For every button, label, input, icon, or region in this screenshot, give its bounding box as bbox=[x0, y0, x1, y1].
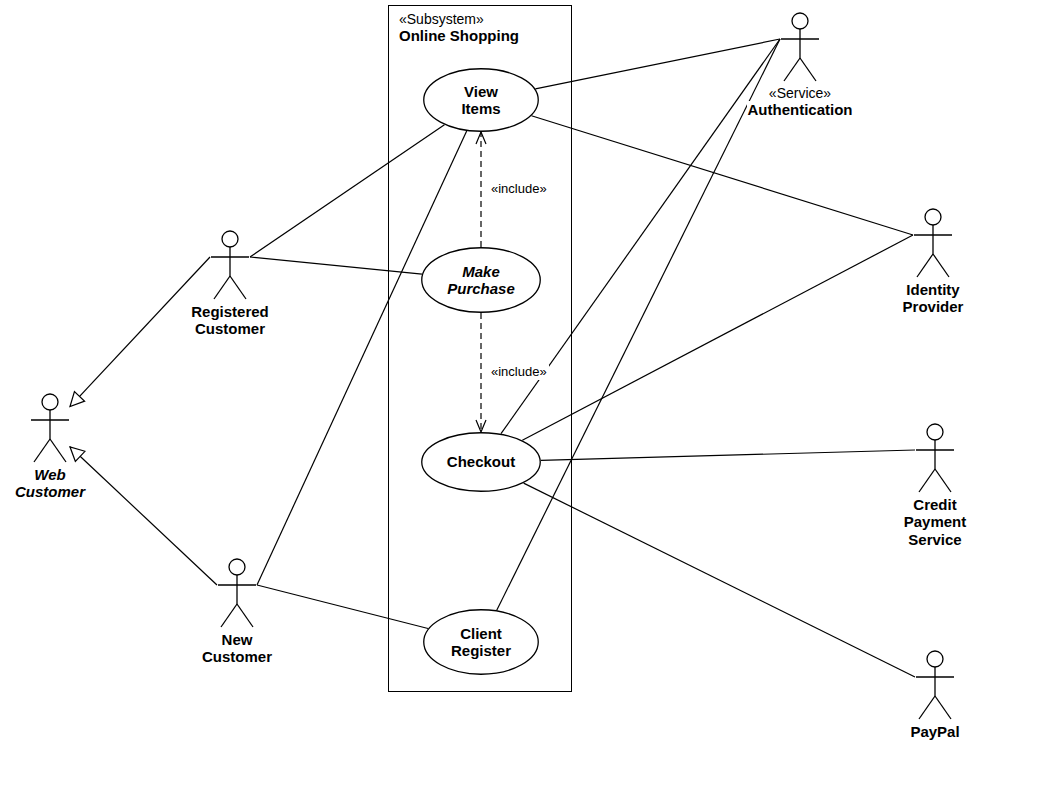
actor-figure bbox=[217, 558, 257, 628]
edge-label-holder: «include» bbox=[489, 182, 549, 197]
actor: PayPal bbox=[909, 650, 960, 740]
actor-leg bbox=[34, 439, 50, 462]
actor-figure bbox=[780, 12, 820, 82]
actor-name: New Customer bbox=[201, 631, 273, 666]
actor-arms bbox=[914, 234, 952, 235]
actor-leg bbox=[214, 276, 230, 299]
actor: New Customer bbox=[201, 558, 273, 666]
actor-figure bbox=[915, 423, 955, 493]
association-line bbox=[250, 125, 444, 257]
use-case-name: Client Register bbox=[451, 625, 511, 660]
actor-head bbox=[222, 231, 238, 247]
actor-leg bbox=[221, 604, 237, 627]
ellipse-shape bbox=[422, 248, 541, 313]
actor-head bbox=[792, 13, 808, 29]
actor-leg bbox=[919, 696, 935, 719]
actor-arms bbox=[781, 38, 819, 39]
actor-leg bbox=[917, 254, 933, 277]
actor: Web Customer bbox=[14, 393, 86, 501]
actor-name: Authentication bbox=[747, 101, 854, 118]
stereotype-label: «Service» bbox=[768, 85, 832, 101]
actor-arms bbox=[218, 584, 256, 585]
actor-leg bbox=[784, 58, 800, 81]
actor-body bbox=[932, 225, 933, 254]
stereotype-label: «Subsystem» bbox=[399, 11, 561, 27]
use-case-name: View Items bbox=[461, 83, 500, 118]
actor-leg bbox=[230, 276, 246, 299]
text-holder: View Items bbox=[461, 83, 500, 118]
ellipse-shape bbox=[424, 69, 539, 132]
edge-label-holder: «include» bbox=[489, 365, 549, 380]
use-case-ellipse: Client Register bbox=[423, 609, 539, 675]
stereotype-label: «include» bbox=[489, 182, 549, 197]
connector-group bbox=[70, 39, 915, 677]
actor: Credit Payment Service bbox=[903, 423, 968, 548]
association-line bbox=[531, 116, 913, 235]
actor-leg bbox=[237, 604, 253, 627]
include-dependency bbox=[480, 132, 481, 247]
actor-head bbox=[42, 394, 58, 410]
association-line bbox=[541, 450, 915, 460]
actor-name: Identity Provider bbox=[902, 281, 965, 316]
actor-head bbox=[927, 651, 943, 667]
use-case-ellipse: Checkout bbox=[421, 432, 541, 492]
actor-arms bbox=[916, 449, 954, 450]
ellipse-shape bbox=[424, 610, 539, 675]
actor-figure bbox=[913, 208, 953, 278]
text-holder: Make Purchase bbox=[447, 263, 515, 298]
association-line bbox=[535, 39, 780, 89]
actor-head bbox=[925, 209, 941, 225]
actor-body bbox=[799, 29, 800, 58]
actor-body bbox=[934, 440, 935, 469]
actor-figure bbox=[30, 393, 70, 463]
text-holder: Checkout bbox=[447, 453, 515, 470]
actor-body bbox=[934, 667, 935, 696]
actor-leg bbox=[935, 696, 951, 719]
actor-head bbox=[927, 424, 943, 440]
use-case-name: Make Purchase bbox=[447, 263, 515, 298]
actor-leg bbox=[800, 58, 816, 81]
subsystem-name: Online Shopping bbox=[399, 27, 561, 44]
actor-name: Registered Customer bbox=[190, 303, 270, 338]
actor-name: Web Customer bbox=[14, 466, 86, 501]
association-line bbox=[257, 585, 428, 629]
actor: Identity Provider bbox=[902, 208, 965, 316]
actor-body bbox=[49, 410, 50, 439]
generalization-arrow bbox=[70, 447, 217, 585]
actor-leg bbox=[919, 469, 935, 492]
actor-figure bbox=[915, 650, 955, 720]
association-line bbox=[522, 235, 913, 440]
association-line bbox=[257, 131, 467, 585]
association-line bbox=[250, 257, 422, 274]
use-case-ellipse: View Items bbox=[423, 68, 539, 132]
actor-body bbox=[229, 247, 230, 276]
text-holder: Client Register bbox=[451, 625, 511, 660]
actor-head bbox=[229, 559, 245, 575]
association-line bbox=[497, 39, 780, 610]
actor-leg bbox=[935, 469, 951, 492]
actor: Registered Customer bbox=[190, 230, 270, 338]
include-dependency bbox=[480, 313, 481, 432]
association-line bbox=[524, 483, 915, 677]
ellipse-shape bbox=[422, 433, 541, 492]
actor-arms bbox=[916, 676, 954, 677]
generalization-arrow bbox=[70, 257, 210, 407]
use-case-name: Checkout bbox=[447, 453, 515, 470]
actor-figure bbox=[210, 230, 250, 300]
actor-name: PayPal bbox=[909, 723, 960, 740]
actor-leg bbox=[50, 439, 66, 462]
actor: «Service»Authentication bbox=[747, 12, 854, 118]
actor-leg bbox=[933, 254, 949, 277]
subsystem-boundary: «Subsystem»Online ShoppingView ItemsMake… bbox=[388, 5, 572, 692]
stereotype-label: «include» bbox=[489, 365, 549, 380]
actor-body bbox=[236, 575, 237, 604]
use-case-ellipse: Make Purchase bbox=[421, 247, 541, 313]
actor-name: Credit Payment Service bbox=[903, 496, 968, 548]
actor-arms bbox=[211, 256, 249, 257]
actor-arms bbox=[31, 419, 69, 420]
